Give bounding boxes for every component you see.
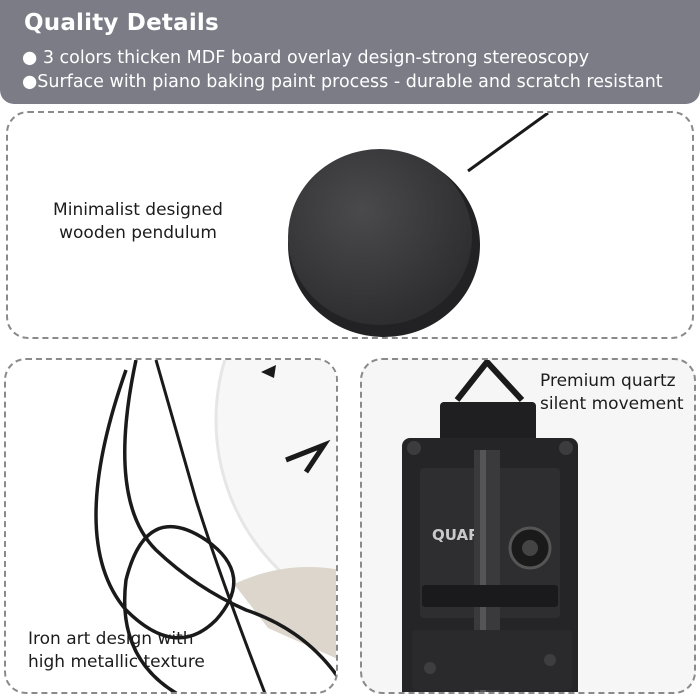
hanger-loop xyxy=(454,360,525,403)
clock-face xyxy=(214,360,336,612)
pendulum-disc xyxy=(288,149,472,325)
movement-caption-line-1: Premium quartz xyxy=(540,371,676,391)
iron-caption-line-2: high metallic texture xyxy=(28,652,205,672)
battery-compartment xyxy=(422,585,558,607)
header-title: Quality Details xyxy=(24,10,219,36)
iron-caption-line-1: Iron art design with xyxy=(28,629,194,649)
pendulum-caption-line-1: Minimalist designed xyxy=(53,200,223,220)
movement-lower-section xyxy=(412,630,572,690)
pendulum-caption-line-2: wooden pendulum xyxy=(59,223,217,243)
iron-art-panel: Iron art design with high metallic textu… xyxy=(4,358,338,694)
iron-art-illustration xyxy=(94,360,336,692)
quality-details-header: Quality Details ● 3 colors thicken MDF b… xyxy=(0,0,700,104)
pendulum-rod xyxy=(467,113,549,173)
pendulum-caption: Minimalist designed wooden pendulum xyxy=(38,199,238,245)
clock-mark-top xyxy=(261,365,276,378)
iron-art-caption: Iron art design with high metallic textu… xyxy=(28,628,228,674)
iron-wire-3 xyxy=(154,360,267,692)
pendulum-panel: Minimalist designed wooden pendulum xyxy=(6,111,694,339)
bullet-item-2: ●Surface with piano baking paint process… xyxy=(22,72,663,92)
movement-caption: Premium quartz silent movement xyxy=(540,370,694,416)
iron-wire-1 xyxy=(123,360,336,678)
bullet-item-1: ● 3 colors thicken MDF board overlay des… xyxy=(22,48,590,68)
iron-wire-2 xyxy=(94,369,236,692)
pendulum-illustration xyxy=(288,113,549,337)
movement-caption-line-2: silent movement xyxy=(540,394,684,414)
clock-hand-piece xyxy=(234,567,336,659)
quartz-movement-panel: QUARTZ Premium quartz silent movement xyxy=(360,358,696,694)
clock-numeral-seven xyxy=(285,439,331,474)
quartz-movement-illustration: QUARTZ xyxy=(402,360,578,692)
